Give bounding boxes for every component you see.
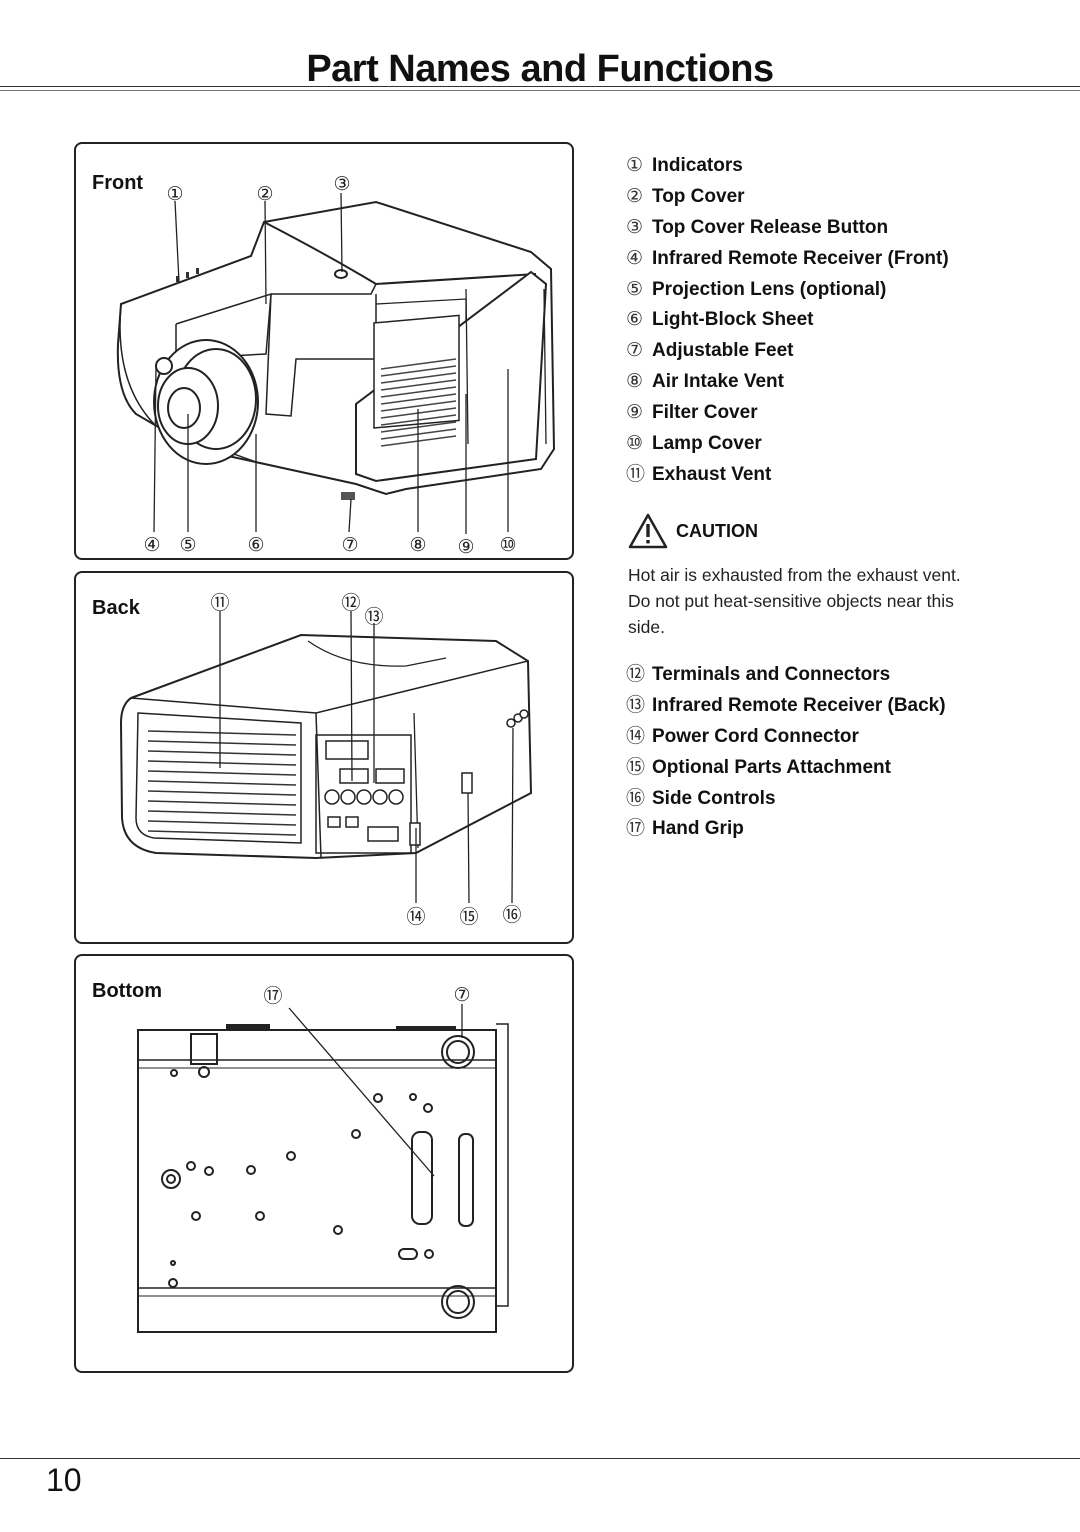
back-label: Back	[92, 597, 140, 619]
bottom-view-panel: Bottom	[74, 954, 574, 1373]
back-view-panel: Back	[74, 571, 574, 944]
caution-label: CAUTION	[676, 520, 758, 541]
page-number: 10	[46, 1462, 82, 1498]
front-projector-illustration: ① ② ③ ④ ⑤ ⑥ ⑦ ⑧ ⑨ ⑩	[116, 173, 556, 558]
callout-10: ⑩	[499, 534, 516, 556]
callout-14: ⑭	[406, 906, 425, 928]
front-view-panel: Front	[74, 142, 574, 560]
title-rule	[0, 86, 1080, 87]
callout-15: ⑮	[459, 906, 478, 928]
callout-16: ⑯	[502, 904, 521, 926]
caution-text: Hot air is exhausted from the exhaust ve…	[628, 565, 961, 637]
bottom-projector-illustration: ⑰ ⑦	[137, 984, 509, 1333]
callout-13: ⑬	[364, 606, 383, 628]
callout-3: ③	[333, 173, 350, 195]
caution-header: CAUTION	[628, 512, 758, 550]
callout-7: ⑦	[341, 534, 358, 556]
page-title: Part Names and Functions	[306, 48, 774, 90]
callout-1: ①	[166, 183, 183, 205]
callout-17: ⑰	[263, 985, 282, 1007]
front-label: Front	[92, 172, 144, 194]
callout-12: ⑫	[341, 592, 360, 614]
back-projector-illustration: ⑪ ⑫ ⑬ ⑭ ⑮ ⑯	[119, 592, 533, 928]
callout-2: ②	[256, 183, 273, 205]
warning-triangle-icon	[628, 513, 668, 549]
title-rule-secondary	[0, 90, 1080, 91]
callout-7-bottom: ⑦	[453, 984, 470, 1006]
bottom-label: Bottom	[92, 980, 162, 1002]
callout-11: ⑪	[210, 592, 229, 614]
callout-6: ⑥	[247, 534, 264, 556]
callout-9: ⑨	[457, 536, 474, 558]
footer-rule	[0, 1458, 1080, 1459]
callout-8: ⑧	[409, 534, 426, 556]
callout-5: ⑤	[179, 534, 196, 556]
callout-4: ④	[143, 534, 160, 556]
